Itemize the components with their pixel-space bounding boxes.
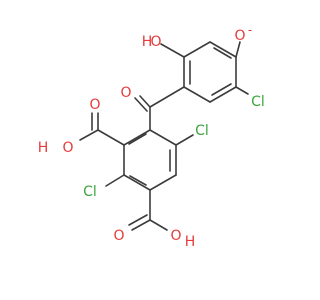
- atom-o-ketone: O: [120, 85, 131, 101]
- atom-cl-upper: Cl: [251, 94, 265, 110]
- atom-phenoxide-charge: -: [248, 23, 252, 37]
- atom-o-phenoxide: O: [234, 28, 245, 44]
- atom-cl-ring-right: Cl: [195, 123, 209, 139]
- bond-ketone-o-2: [134, 97, 148, 112]
- molecule-diagram: H O O - Cl O O O H Cl Cl O O H: [38, 23, 265, 250]
- atom-o-acid1-oh: O: [62, 140, 73, 156]
- bond-acid1: [97, 129, 125, 146]
- bond-cl-ring-right: [175, 134, 194, 146]
- bond-phenoxide: [235, 41, 241, 58]
- atom-o-acid1-double: O: [89, 97, 100, 113]
- atom-h-acid2: H: [185, 234, 196, 250]
- lower-ring: [123, 129, 177, 191]
- bond-cl-upper: [235, 86, 249, 95]
- bond-oh-top: [160, 43, 185, 58]
- bond-acid2-o-double-1: [131, 219, 151, 231]
- upper-ring: [183, 41, 237, 103]
- atom-o-hydroxyl-top-h: H: [142, 34, 153, 50]
- bond-acid2-oh: [149, 219, 168, 231]
- bond-cl-ring-left: [105, 174, 125, 187]
- bond-ketone-ring: [149, 86, 185, 108]
- atom-o-hydroxyl-top: O: [150, 34, 161, 50]
- bond-acid1-oh: [79, 129, 99, 141]
- atom-h-acid1: H: [38, 140, 49, 156]
- atom-o-acid2-double: O: [113, 228, 124, 244]
- atom-cl-ring-left: Cl: [83, 184, 97, 200]
- bond-ketone-o-1: [139, 95, 151, 108]
- bond-acid2-o-double-2: [128, 214, 148, 226]
- atom-o-acid2-oh: O: [170, 228, 181, 244]
